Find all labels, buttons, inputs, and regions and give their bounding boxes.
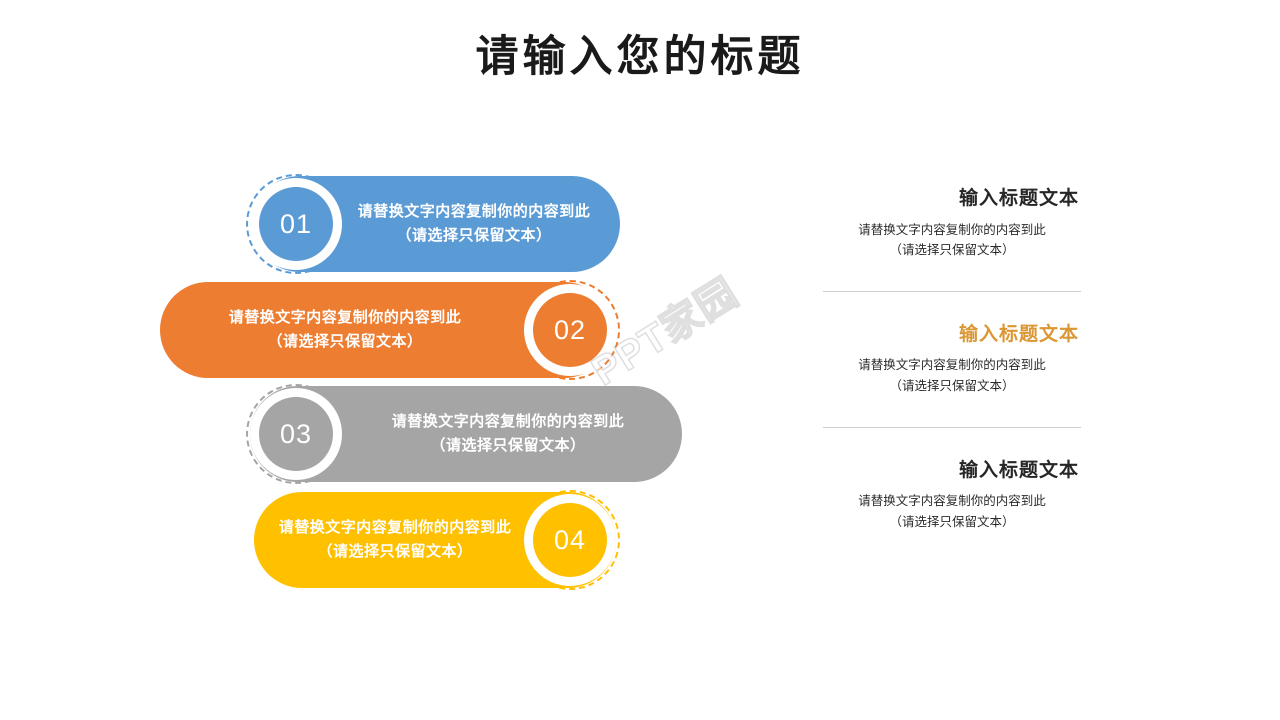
number-disc: 04 <box>533 503 607 577</box>
step-number-03: 03 <box>279 418 313 449</box>
dashed-ring-icon <box>246 384 346 484</box>
dashed-ring-icon <box>246 174 346 274</box>
step-text-01: 请替换文字内容复制你的内容到此 （请选择只保留文本） <box>357 204 591 244</box>
info-heading-1: 输入标题文本 <box>958 188 1079 209</box>
step-badge-02[interactable]: 02 <box>520 280 620 380</box>
info-divider-1 <box>823 290 1081 292</box>
info-column: 输入标题文本 请替换文字内容复制你的内容到此 （请选择只保留文本） 输入标题文本… <box>823 186 1081 533</box>
info-body-1: 请替换文字内容复制你的内容到此 （请选择只保留文本） <box>858 222 1046 258</box>
dashed-ring-icon <box>520 280 620 380</box>
info-block-2: 输入标题文本 请替换文字内容复制你的内容到此 （请选择只保留文本） <box>823 322 1081 397</box>
number-disc: 01 <box>259 187 333 261</box>
step-badge-01[interactable]: 01 <box>246 174 346 274</box>
info-block-3: 输入标题文本 请替换文字内容复制你的内容到此 （请选择只保留文本） <box>823 458 1081 533</box>
number-disc: 03 <box>259 397 333 471</box>
step-text-04: 请替换文字内容复制你的内容到此 （请选择只保留文本） <box>278 520 512 560</box>
info-body-3: 请替换文字内容复制你的内容到此 （请选择只保留文本） <box>858 494 1046 529</box>
page-title: 请输入您的标题 <box>475 34 805 81</box>
step-badge-04[interactable]: 04 <box>520 490 620 590</box>
step-badge-03[interactable]: 03 <box>246 384 346 484</box>
info-divider-2 <box>823 426 1081 428</box>
step-text-02: 请替换文字内容复制你的内容到此 （请选择只保留文本） <box>228 310 462 350</box>
dashed-ring-icon <box>520 490 620 590</box>
step-number-02: 02 <box>553 314 587 345</box>
info-block-1: 输入标题文本 请替换文字内容复制你的内容到此 （请选择只保留文本） <box>823 186 1081 261</box>
number-disc: 02 <box>533 293 607 367</box>
step-number-04: 04 <box>553 524 587 555</box>
info-body-2: 请替换文字内容复制你的内容到此 （请选择只保留文本） <box>858 358 1046 394</box>
step-number-01: 01 <box>279 208 313 239</box>
step-text-03: 请替换文字内容复制你的内容到此 （请选择只保留文本） <box>391 414 625 454</box>
step-list: 请替换文字内容复制你的内容到此 （请选择只保留文本） 01 请替换文字内容复制你… <box>160 174 682 590</box>
info-heading-2: 输入标题文本 <box>958 323 1079 345</box>
info-heading-3: 输入标题文本 <box>958 459 1079 481</box>
